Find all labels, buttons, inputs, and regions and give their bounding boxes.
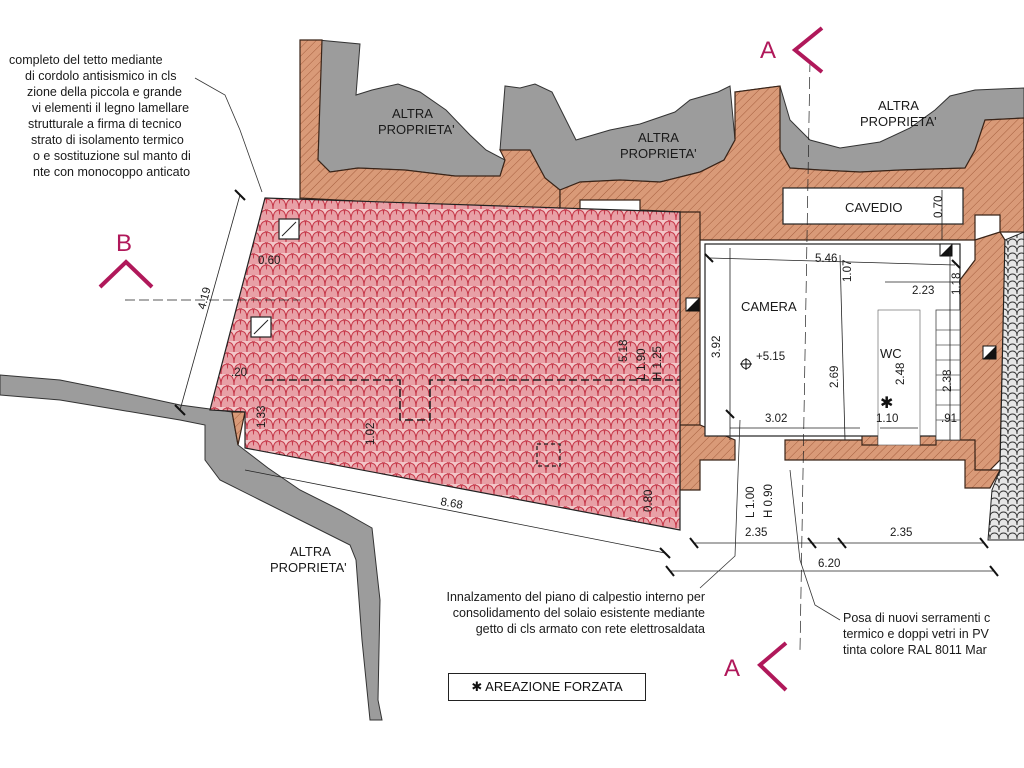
dim-l190: L 1.90 (636, 348, 648, 380)
label-altra-4b: PROPRIETA' (270, 560, 347, 575)
dashed-outline-roof (265, 379, 680, 421)
dim-h090: H 0.90 (763, 484, 775, 518)
dim-133: 1.33 (256, 406, 268, 428)
roof-terrace-tiles (209, 197, 681, 531)
label-altra-2a: ALTRA (638, 130, 679, 145)
svg-text:A: A (760, 37, 776, 64)
dim-269: 2.69 (829, 366, 841, 388)
dim-107: 1.07 (842, 260, 854, 282)
note-window-line-1: Posa di nuovi serramenti c (843, 611, 991, 625)
note-roof-line-7: o e sostituzione sul manto di (33, 149, 191, 163)
cavedio-box (782, 187, 964, 225)
leader-line-roof-note (194, 77, 263, 193)
note-floor-raising: Innalzamento del piano di calpestio inte… (404, 589, 705, 637)
leader-line-window-note (789, 469, 841, 621)
dim-l100: L 1.00 (745, 486, 757, 518)
skylight-2 (250, 316, 272, 338)
legend-forced-ventilation: ✱ AREAZIONE FORZATA (448, 673, 646, 701)
svg-text:B: B (116, 230, 132, 257)
note-roof-line-6: strato di isolamento termico (31, 133, 184, 147)
dim-118: 1.18 (951, 273, 963, 295)
wc-room (877, 309, 921, 446)
dim-248: 2.48 (895, 363, 907, 385)
label-cavedio: CAVEDIO (845, 200, 903, 215)
dim-h125: H 1.25 (652, 346, 664, 380)
vent-symbol-3 (939, 243, 953, 257)
dim-302: 3.02 (765, 413, 787, 425)
section-line-a (799, 59, 811, 651)
wall-left-vertical (679, 211, 701, 431)
dim-235b: 2.35 (890, 527, 912, 539)
dim-868: 8.68 (439, 496, 463, 512)
dim-546: 5.46 (815, 253, 837, 265)
note-window-line-2: termico e doppi vetri in PV (843, 627, 989, 641)
note-windows: Posa di nuovi serramenti c termico e dop… (843, 610, 990, 658)
dim-518: 5.18 (618, 340, 630, 362)
dimension-lines (179, 190, 995, 572)
note-window-line-3: tinta colore RAL 8011 Mar (843, 643, 987, 657)
svg-text:A: A (724, 655, 740, 682)
note-roof-line-5: strutturale a firma di tecnico (28, 117, 182, 131)
label-altra-1a: ALTRA (392, 106, 433, 121)
label-altra-4a: ALTRA (290, 544, 331, 559)
dim-110: 1.10 (876, 413, 898, 425)
dim-515: +5.15 (756, 351, 785, 363)
level-marker (740, 358, 752, 370)
dim-060: 0.60 (258, 255, 280, 267)
note-roof-line-3: zione della piccola e grande (27, 85, 182, 99)
note-roof-line-2: di cordolo antisismico in cls (25, 69, 177, 83)
section-mark-a-top: A (760, 26, 824, 74)
dimension-ticks (174, 189, 999, 577)
section-mark-b: B (98, 230, 154, 289)
dim-392: 3.92 (711, 336, 723, 358)
stair-lines (936, 329, 960, 421)
dim-070: 0.70 (933, 196, 945, 218)
section-mark-a-bottom: A (724, 641, 788, 692)
label-camera: CAMERA (741, 299, 797, 314)
skylight-1 (278, 218, 300, 240)
dashed-outline-hatch (536, 443, 561, 467)
leader-line-floor-note (699, 419, 741, 589)
wall-bottom-right (784, 439, 1002, 489)
dim-080: 0.80 (643, 490, 655, 512)
note-floor-line-3: getto di cls armato con rete elettrosald… (475, 622, 705, 636)
label-wc: WC (880, 346, 902, 361)
camera-room (704, 243, 961, 437)
vent-symbol-1 (685, 297, 700, 312)
label-altra-3a: ALTRA (878, 98, 919, 113)
note-floor-line-1: Innalzamento del piano di calpestio inte… (446, 590, 705, 604)
note-roof-line-4: vi elementi il legno lamellare (32, 101, 190, 115)
label-altra-3b: PROPRIETA' (860, 114, 937, 129)
dim-620: 6.20 (818, 558, 840, 570)
dim-238: 2.38 (942, 370, 954, 392)
dim-091: .91 (941, 413, 957, 425)
note-roof-line-8: nte con monocoppo anticato (33, 165, 191, 179)
note-floor-line-2: consolidamento del solaio esistente medi… (452, 606, 705, 620)
dim-102: 1.02 (365, 423, 377, 445)
label-altra-2b: PROPRIETA' (620, 146, 697, 161)
dim-419: 4.19 (196, 286, 213, 311)
vent-symbol-2 (982, 345, 997, 360)
roof-tiles-right-edge (987, 231, 1024, 541)
areazione-asterisk: ✱ (880, 393, 893, 412)
dim-020: .20 (231, 367, 247, 379)
dim-235a: 2.35 (745, 527, 767, 539)
note-roof-renovation: completo del tetto mediante di cordolo a… (0, 52, 191, 180)
dim-223: 2.23 (912, 285, 934, 297)
label-altra-1b: PROPRIETA' (378, 122, 455, 137)
note-roof-line-1: completo del tetto mediante (9, 53, 163, 67)
